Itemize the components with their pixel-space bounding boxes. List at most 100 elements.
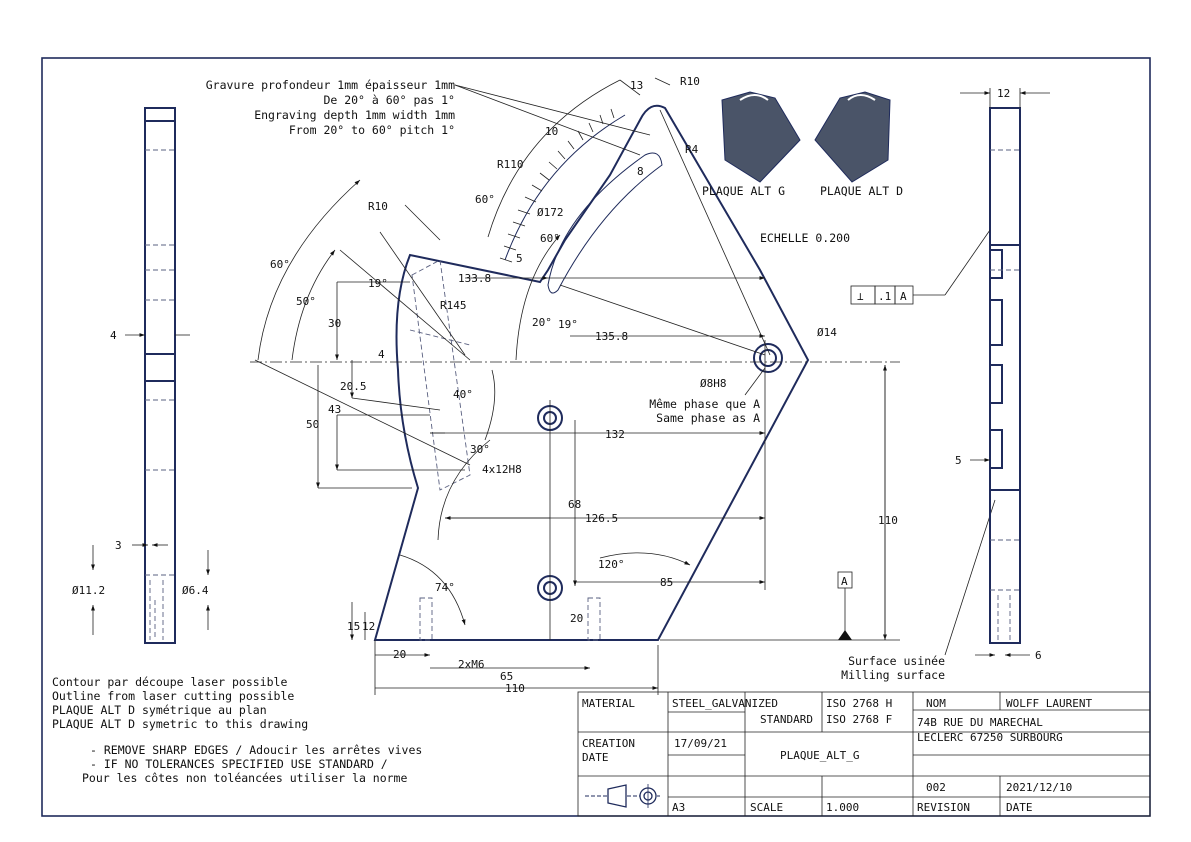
dim-65: 65 [500,670,513,683]
engraving-note-line-2: De 20° à 60° pas 1° [323,93,455,107]
tb-revision-label: REVISION [917,801,970,814]
tb-address-2: LECLERC 67250 SURBOURG [917,731,1063,744]
tb-date-label: DATE [1006,801,1033,814]
dim-126-5: 126.5 [585,512,618,525]
dim-dia-6-4: Ø6.4 [182,584,209,597]
surface-note-line-2: Milling surface [841,668,945,682]
tolerance-datum: A [900,290,907,303]
tb-format: A3 [672,801,685,814]
thumbnail-plaque-alt-g [721,91,801,183]
dim-50: 50 [306,418,319,431]
engraving-note: Gravure profondeur 1mm épaisseur 1mm De … [206,78,455,137]
dim-60a: 60° [475,193,495,206]
main-plate-view [250,77,996,695]
tolerance-symbol: ⊥ [857,290,864,303]
dim-3: 3 [115,539,122,552]
note-line-1: Contour par découpe laser possible [52,675,287,689]
right-side-view: 12 5 6 ⊥ .1 A [850,87,1050,662]
tb-scale-value: 1.000 [826,801,859,814]
dim-43: 43 [328,403,341,416]
dim-r145: R145 [440,299,467,312]
dim-15: 15 [347,620,360,633]
tb-material-label: MATERIAL [582,697,635,710]
dim-120: 120° [598,558,625,571]
dim-172: Ø172 [537,206,564,219]
dim-133-8: 133.8 [458,272,491,285]
surface-note-line-1: Surface usinée [848,654,945,668]
dim-68: 68 [568,498,581,511]
tb-material-value-1: STEEL_GALVANIZED [672,697,778,710]
note-line-3: PLAQUE ALT D symétrique au plan [52,703,267,717]
dim-r10-top: R10 [680,75,700,88]
dim-8: 8 [637,165,644,178]
dim-13: 13 [630,79,643,92]
scale-label: ECHELLE 0.200 [760,231,850,245]
tb-part-name: PLAQUE_ALT_G [780,749,859,762]
general-notes: Contour par découpe laser possible Outli… [52,675,422,785]
dim-74: 74° [435,581,455,594]
title-block: MATERIAL STEEL_GALVANIZED STANDARD ISO 2… [577,691,1151,817]
std-note-line-1: - REMOVE SHARP EDGES / Adoucir les arrêt… [90,743,422,757]
projection-symbol-icon [585,784,660,808]
tb-material-value-2: STANDARD [760,713,813,726]
dim-6: 6 [1035,649,1042,662]
tb-iso-1: ISO 2768 H [826,697,892,710]
dim-135-8: 135.8 [595,330,628,343]
tb-address-1: 74B RUE DU MARECHAL [917,716,1043,729]
tolerance-value: .1 [878,290,891,303]
thumb-label-d: PLAQUE ALT D [820,184,903,198]
tb-scale-label: SCALE [750,801,783,814]
dim-14: Ø14 [817,326,837,339]
left-side-view: 4 3 Ø11.2 Ø6.4 [72,107,210,644]
dim-20-5: 20.5 [340,380,367,393]
tb-creation-label-2: DATE [582,751,609,764]
dim-4x12h8: 4x12H8 [482,463,522,476]
dim-4: 4 [110,329,117,342]
dim-dia-11-2: Ø11.2 [72,584,105,597]
dim-20a: 20 [393,648,406,661]
dim-132: 132 [605,428,625,441]
engraving-note-line-3: Engraving depth 1mm width 1mm [254,108,455,122]
dim-10: 10 [545,125,558,138]
tb-date-value: 2021/12/10 [1006,781,1072,794]
dim-110h: 110 [505,682,525,695]
thumbnail-plaque-alt-d [814,91,891,183]
dim-19b: 19° [558,318,578,331]
dim-85: 85 [660,576,673,589]
thumb-label-g: PLAQUE ALT G [702,184,785,198]
dim-r10-left: R10 [368,200,388,213]
tb-revision-value: 002 [926,781,946,794]
std-note-line-3: Pour les côtes non toléancées utiliser l… [82,771,407,785]
dim-19a: 19° [368,277,388,290]
note-line-2: Outline from laser cutting possible [52,689,294,703]
dim-60b: 60° [540,232,560,245]
tb-nom-value: WOLFF LAURENT [1006,697,1092,710]
note-line-4: PLAQUE ALT D symetric to this drawing [52,717,308,731]
dimension-labels: 13 R10 R4 8 10 R110 60° Ø172 60° 5 R10 1… [270,75,898,695]
dim-110v: 110 [878,514,898,527]
dim-12a: 12 [362,620,375,633]
dim-r4: R4 [685,143,699,156]
dim-12b: 12 [997,87,1010,100]
engraving-note-line-1: Gravure profondeur 1mm épaisseur 1mm [206,78,455,92]
dim-30: 30 [328,317,341,330]
phase-note-line-2: Same phase as A [656,411,760,425]
dim-r110: R110 [497,158,524,171]
std-note-line-2: - IF NO TOLERANCES SPECIFIED USE STANDAR… [90,757,388,771]
dim-5: 5 [516,252,523,265]
dim-20deg: 20° [532,316,552,329]
tb-iso-2: ISO 2768 F [826,713,892,726]
dim-4a: 4 [378,348,385,361]
tb-nom-label: NOM [926,697,946,710]
dim-60c: 60° [270,258,290,271]
dim-50a: 50° [296,295,316,308]
datum-a-label: A [841,575,848,588]
dim-30deg: 30° [470,443,490,456]
dim-40: 40° [453,388,473,401]
tb-creation-label-1: CREATION [582,737,635,750]
phase-note-line-1: Même phase que A [649,397,760,411]
dim-8h8: Ø8H8 [700,377,727,390]
tb-creation-value: 17/09/21 [674,737,727,750]
engraving-note-line-4: From 20° to 60° pitch 1° [289,123,455,137]
